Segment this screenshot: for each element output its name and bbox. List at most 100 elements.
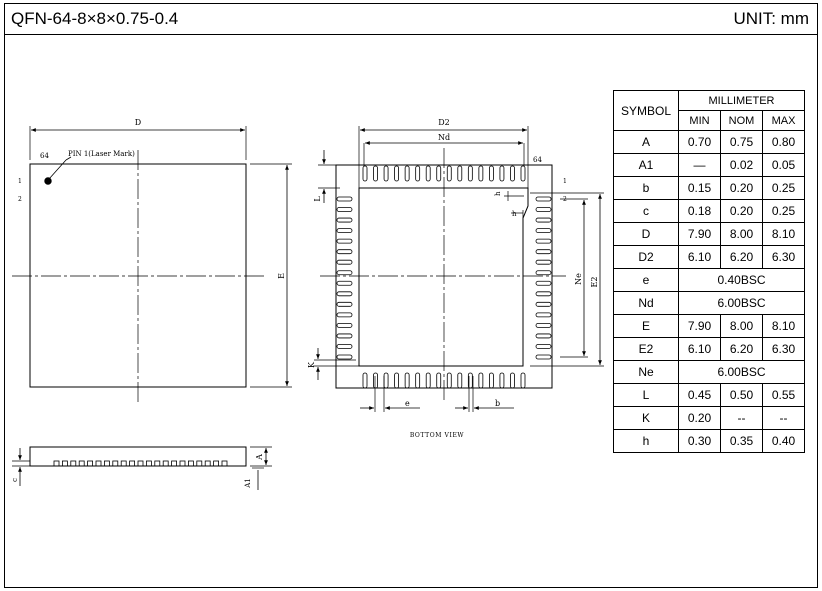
label-e-pitch: e [405,399,410,408]
table-header-min: MIN [678,110,721,131]
cell-symbol: Nd [613,291,679,315]
lead-pad [373,165,378,182]
lead-pad [336,259,353,265]
cell-symbol: D [613,222,679,246]
side-lead [213,460,220,467]
lead-pad [535,270,552,276]
side-lead [171,460,178,467]
lead-pad [336,291,353,297]
lead-pad [499,165,505,182]
lead-pad [404,372,410,389]
lead-pad [383,372,389,389]
label-nd: Nd [438,133,450,142]
lead-pad [535,291,552,297]
bottom-view-caption: BOTTOM VIEW [410,432,465,439]
cell-min: 0.70 [678,130,721,154]
lead-pad [336,228,353,234]
lead-pad [373,372,378,389]
side-lead [78,460,85,467]
cell-bsc-value: 0.40BSC [678,268,805,292]
drawing-frame: QFN-64-8×8×0.75-0.4 UNIT: mm [4,3,818,588]
lead-pad [510,165,515,182]
lead-pad [336,238,353,244]
cell-min: 7.90 [678,314,721,338]
label-e: E [277,273,286,279]
package-title: QFN-64-8×8×0.75-0.4 [11,9,179,28]
lead-pad [336,196,353,202]
lead-pad [336,217,353,223]
cell-min: 0.15 [678,176,721,200]
side-lead [154,460,161,467]
side-lead [162,460,169,467]
cell-max: 6.30 [762,337,805,361]
top-pin-2: 2 [18,196,22,203]
cell-bsc-value: 6.00BSC [678,291,805,315]
lead-pad [488,372,494,389]
side-lead [204,460,211,467]
lead-pad [436,372,442,389]
cell-min: 0.18 [678,199,721,223]
label-l: L [313,196,322,202]
cell-max: 8.10 [762,314,805,338]
table-header-millimeter: MILLIMETER [678,90,805,111]
lead-pad [535,322,552,328]
lead-pad [404,165,410,182]
side-lead [112,460,119,467]
cell-min: 6.10 [678,337,721,361]
unit-label: UNIT: mm [733,9,809,28]
cell-symbol: E2 [613,337,679,361]
cell-symbol: D2 [613,245,679,269]
cell-bsc-value: 6.00BSC [678,360,805,384]
cell-symbol: A1 [613,153,679,177]
lead-pad [535,259,552,265]
bottom-view [314,126,604,412]
label-k: K [307,361,316,368]
side-lead [120,460,127,467]
lead-pad [457,165,463,182]
lead-pad [336,249,353,255]
lead-pad [394,372,400,389]
top-pin-64: 64 [40,152,49,160]
lead-pad [510,372,515,389]
cell-nom: 0.02 [720,153,763,177]
lead-pad [436,165,442,182]
lead-pad [336,301,353,307]
side-lead [95,460,102,467]
cell-symbol: E [613,314,679,338]
label-d: D [135,118,141,127]
exposed-pad [358,187,529,367]
lead-pad [336,207,353,212]
cell-symbol: e [613,268,679,292]
lead-pad [520,165,526,182]
cell-nom: 6.20 [720,337,763,361]
cell-max: 0.25 [762,199,805,223]
cell-symbol: Ne [613,360,679,384]
side-lead [53,460,60,467]
cell-nom: 0.20 [720,199,763,223]
lead-pad [415,165,421,182]
lead-pad [488,165,494,182]
side-lead [87,460,93,467]
lead-pad [535,249,552,255]
side-lead [104,460,110,467]
side-lead [137,460,144,467]
lead-pad [336,344,353,349]
top-view [12,126,292,402]
side-lead [179,460,186,467]
cell-symbol: L [613,383,679,407]
cell-nom: 8.00 [720,314,763,338]
bottom-pin-2: 2 [563,196,567,203]
cell-min: 0.20 [678,406,721,430]
cell-max: 0.80 [762,130,805,154]
side-lead [70,460,77,467]
lead-pad [383,165,389,182]
lead-pad [535,344,552,349]
